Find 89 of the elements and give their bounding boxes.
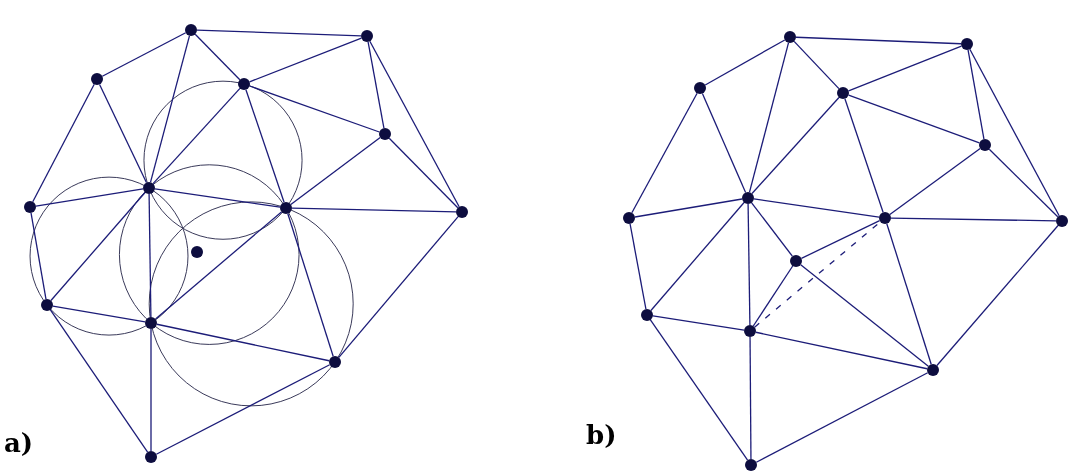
edge-line	[98, 83, 148, 184]
edge-line	[35, 188, 144, 207]
panel-label: b)	[586, 422, 617, 448]
edge-line	[748, 42, 790, 193]
point-dot	[745, 459, 757, 471]
point-dot	[742, 192, 754, 204]
edge-line	[196, 29, 362, 37]
edge-line	[967, 49, 985, 140]
edge-line	[152, 87, 241, 185]
point-dot	[238, 78, 250, 90]
edge-line	[704, 39, 786, 86]
edge-line	[988, 148, 1059, 218]
edge-line	[629, 223, 647, 310]
edge-line	[367, 41, 385, 129]
edge-line	[287, 213, 334, 357]
point-dot	[837, 87, 849, 99]
point-dot	[790, 255, 802, 267]
edge-line	[150, 328, 152, 452]
point-dot	[143, 182, 155, 194]
edge-line	[291, 207, 457, 213]
edge-line	[52, 305, 146, 323]
edge-line	[751, 96, 840, 195]
edge-line	[747, 203, 751, 326]
edge-line	[32, 83, 95, 203]
edge-line	[936, 224, 1059, 367]
edge-line	[889, 147, 981, 216]
edge-line	[634, 198, 743, 218]
point-dot	[456, 206, 468, 218]
point-dot	[185, 24, 197, 36]
edge-line	[49, 309, 149, 453]
edge-line	[969, 48, 1060, 217]
edge-line	[338, 215, 459, 359]
edge-line	[156, 323, 330, 362]
point-dot	[641, 309, 653, 321]
edge-line	[194, 33, 241, 81]
edge-line	[795, 36, 962, 45]
edge-line	[755, 372, 929, 463]
point-dot	[927, 364, 939, 376]
point-dot	[744, 325, 756, 337]
edge-line	[149, 35, 191, 183]
point-dot	[361, 30, 373, 42]
edge-line	[649, 319, 749, 461]
point-dot	[379, 128, 391, 140]
point-dot	[41, 299, 53, 311]
point-dot	[91, 73, 103, 85]
edge-line	[652, 315, 745, 331]
edge-line	[50, 191, 146, 302]
edge-line	[30, 212, 47, 300]
point-dot	[1056, 215, 1068, 227]
point-dot	[961, 38, 973, 50]
edge-line	[248, 37, 363, 83]
point-dot	[24, 201, 36, 213]
edge-line	[245, 89, 285, 203]
edge-line	[752, 265, 794, 327]
edge-line	[753, 198, 880, 218]
edge-line	[148, 193, 152, 318]
panel-label: a)	[4, 430, 34, 456]
point-dot	[280, 202, 292, 214]
point-dot	[879, 212, 891, 224]
edge-line	[793, 40, 840, 90]
point-dot	[329, 356, 341, 368]
point-dot	[191, 246, 203, 258]
edge-line	[890, 217, 1057, 222]
point-dot	[623, 212, 635, 224]
edge-line	[800, 264, 929, 367]
edge-line	[848, 94, 980, 144]
edge-line	[844, 98, 884, 213]
edge-line	[249, 85, 380, 133]
edge-line	[154, 188, 281, 208]
edge-line	[755, 331, 928, 370]
edge-line	[847, 45, 963, 92]
point-dot	[979, 139, 991, 151]
point-dot	[145, 317, 157, 329]
edge-line	[154, 211, 283, 320]
edge-line	[631, 92, 698, 214]
point-dot	[694, 82, 706, 94]
edge-line	[155, 364, 331, 455]
edge-line	[650, 201, 745, 312]
edge-line	[388, 137, 459, 209]
edge-line	[800, 219, 881, 260]
edge-line	[749, 336, 752, 460]
edge-line	[751, 202, 793, 257]
point-dot	[145, 451, 157, 463]
edge-line	[886, 223, 932, 365]
edge-line	[701, 92, 747, 194]
edge-line	[369, 40, 460, 208]
edge-line	[101, 32, 187, 77]
point-dot	[784, 31, 796, 43]
edge-line	[290, 136, 381, 206]
